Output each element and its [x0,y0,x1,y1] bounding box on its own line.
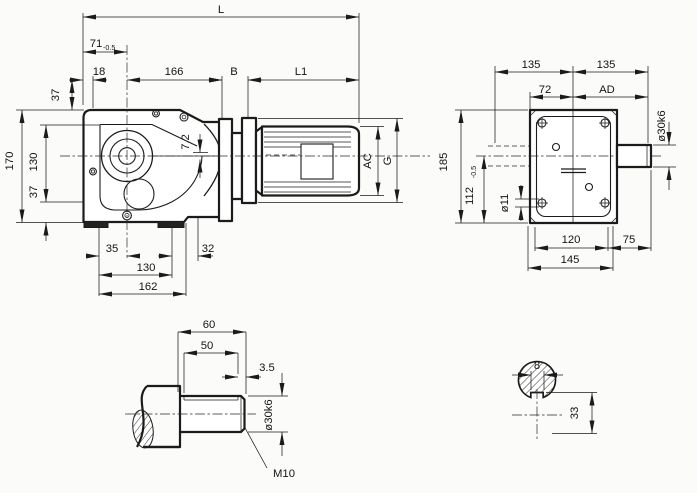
dim-label-37-bot: 37 [28,186,40,199]
dim-label-50: 50 [201,340,214,352]
side-view: L 71 -0.5 18 166 B L1 37 170 130 37 7.2 … [4,4,430,297]
front-view: 135 135 72 AD 185 112 -0.5 ø11 120 75 14… [438,59,676,271]
housing-front-outline [528,108,619,225]
dim-label-G: G [382,157,394,166]
dim-label-37-top: 37 [50,89,62,102]
shaft-detail-view: 60 50 3.5 ø30k6 M10 [125,319,295,480]
dim-label-AD: AD [599,84,615,96]
corner-chamfers [529,109,618,224]
dim-label-112: 112 [464,187,476,205]
housing-recess [535,115,612,218]
small-hole [551,142,561,152]
dim-label-33: 33 [569,407,581,420]
dim-label-112-tol: -0.5 [469,166,478,178]
dim-label-AC: AC [362,153,374,169]
lower-boss [123,178,155,210]
dim-label-35: 35 [106,243,119,255]
dim-label-71: 71 [90,38,103,50]
dim-label-120: 120 [562,234,581,246]
dim-label-dia30k6-front: ø30k6 [656,110,668,141]
key-section-view: 8 33 [512,360,597,441]
dim-label-dia11: ø11 [499,194,511,213]
dim-label-3-5: 3.5 [259,362,275,374]
dim-label-B: B [230,66,238,78]
dim-label-145: 145 [561,254,580,266]
adapter-neck [230,131,244,201]
dim-label-130-side: 130 [28,153,40,172]
dim-label-M10: M10 [273,468,295,480]
dim-label-L: L [218,4,224,16]
dim-label-135-left: 135 [522,59,541,71]
gearbox-foot [83,221,109,228]
dim-label-L1: L1 [295,66,308,78]
output-flange [217,117,234,223]
shaft-section [517,360,557,399]
mounting-bolt-holes [536,117,611,209]
adapter-collar [240,116,258,205]
dim-label-7-2: 7.2 [180,134,192,150]
dim-label-130-bot: 130 [137,262,156,274]
dim-label-60: 60 [203,319,216,331]
dim-label-18: 18 [93,66,106,78]
gearbox-foot [157,221,185,228]
dim-label-32: 32 [202,243,215,255]
dim-label-166: 166 [165,66,184,78]
dim-label-75: 75 [623,234,636,246]
oil-plug [89,109,189,221]
dim-label-185: 185 [438,153,450,172]
keyway-profile [183,396,239,401]
terminal-box [300,143,334,180]
dim-label-dia30k6-shaft: ø30k6 [263,399,275,430]
dim-label-72: 72 [539,84,552,96]
dim-label-162: 162 [139,281,158,293]
small-hole [584,182,594,192]
output-shaft [615,143,653,169]
dim-label-135-right: 135 [597,59,616,71]
m10-leader [243,425,268,469]
gearbox-housing-outline [82,108,228,224]
dim-label-71-tol: -0.5 [103,43,115,52]
dim-label-8: 8 [534,360,540,372]
dim-label-170: 170 [4,152,16,171]
